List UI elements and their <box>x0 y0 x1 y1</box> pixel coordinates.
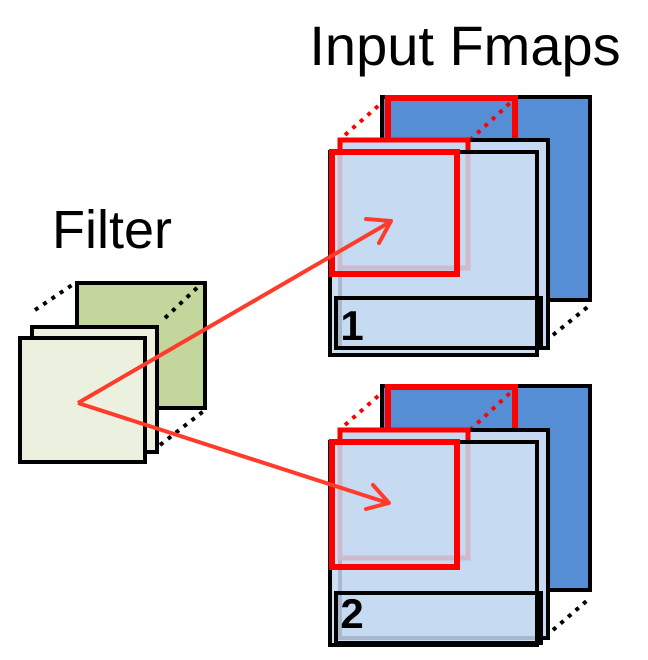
fmap-2-number: 2 <box>340 590 363 637</box>
fmap-1-number: 1 <box>340 302 363 349</box>
filter-depth-dots-top <box>33 281 77 312</box>
fmap-1-front-channel <box>328 150 539 357</box>
filter-front-channel <box>18 336 147 464</box>
arrow-to-fmap-2-head <box>364 483 391 511</box>
filter-label: Filter <box>52 200 172 260</box>
fmap-1-depth-dots-bottom <box>551 303 592 337</box>
filter-back-dots <box>163 283 202 320</box>
fmap-2-depth-dots-bottom <box>551 596 592 632</box>
input-fmap-1: 1 <box>328 95 592 357</box>
filter-stack <box>18 281 207 464</box>
fmap-1-front-window <box>329 149 460 277</box>
input-fmap-2: 2 <box>328 384 592 647</box>
arrow-to-fmap-1-head <box>364 217 393 245</box>
arrow-to-fmap-1 <box>76 220 392 405</box>
arrows <box>76 217 393 511</box>
fmap-1-row-strip <box>334 296 543 350</box>
fmap-2-front-window <box>329 439 460 570</box>
fmap-2-depth-dots-top-red <box>343 388 387 427</box>
fmap-1-depth-dots-top-red <box>343 98 387 137</box>
fmap-2-row-strip <box>334 591 543 645</box>
input-fmaps-label: Input Fmaps <box>309 14 620 77</box>
fmap-2-front-channel <box>328 440 539 647</box>
arrow-to-fmap-2 <box>77 401 389 505</box>
